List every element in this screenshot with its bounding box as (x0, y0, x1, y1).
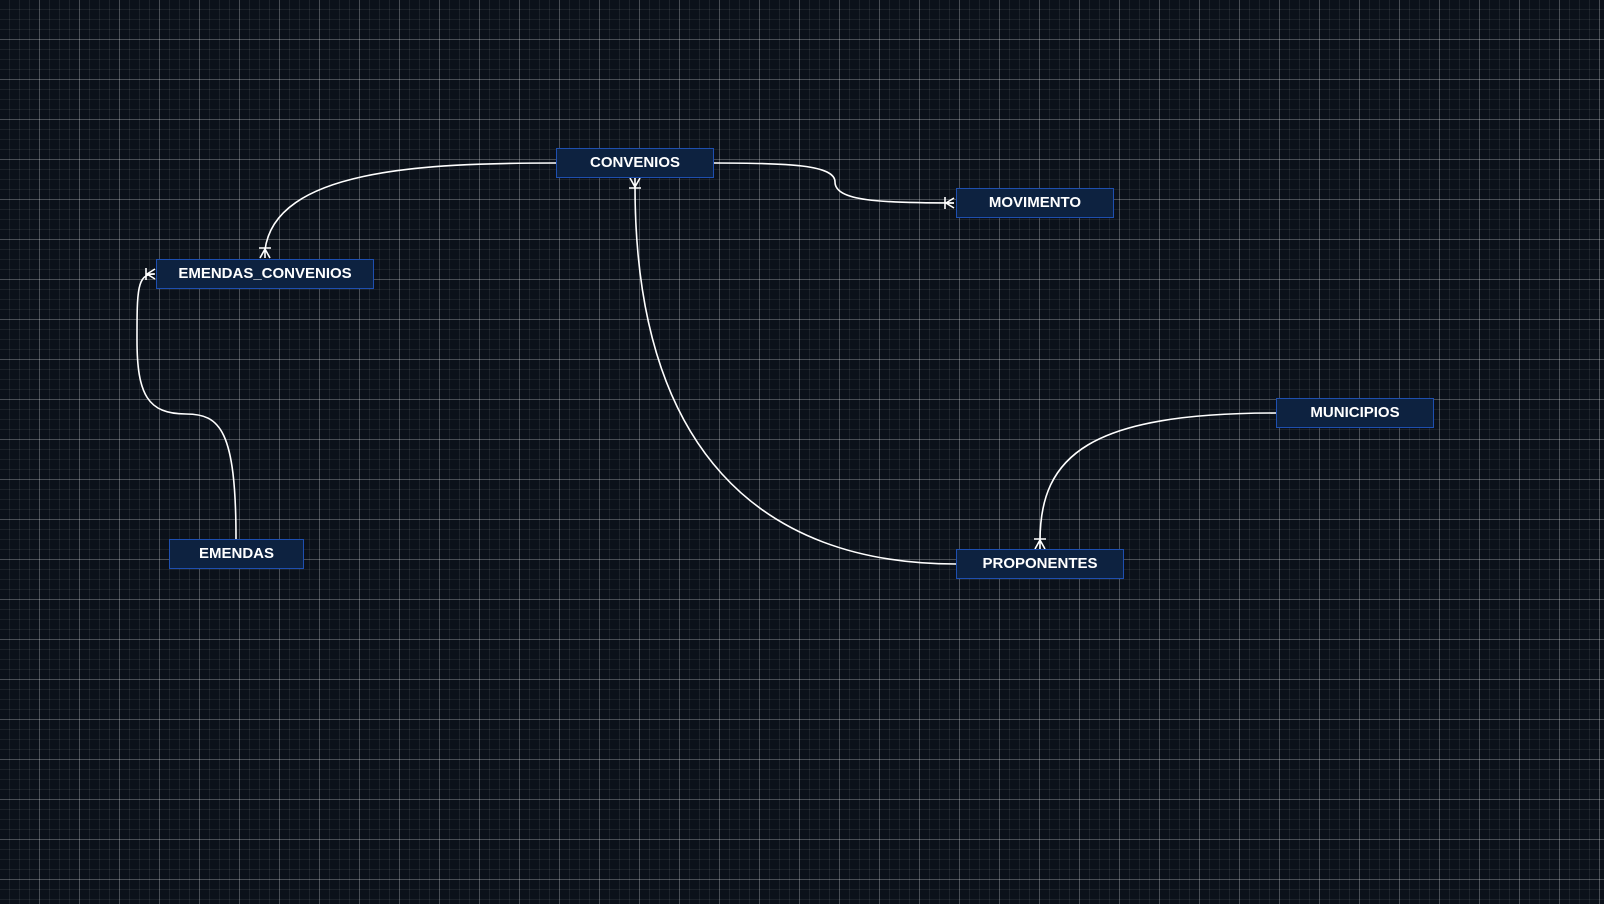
edge-convenios-emendas-convenios[interactable] (264, 162, 557, 251)
crowfoot-marker (1034, 538, 1046, 550)
entity-emendas-convenios[interactable]: EMENDAS_CONVENIOS (156, 259, 374, 289)
crowfoot-marker (944, 197, 955, 209)
entity-proponentes[interactable]: PROPONENTES (956, 549, 1124, 579)
entity-convenios[interactable]: CONVENIOS (556, 148, 714, 178)
edge-convenios-movimento[interactable] (713, 162, 955, 204)
crowfoot-marker (259, 247, 271, 259)
edge-municipios-proponentes[interactable] (1039, 412, 1277, 542)
entity-emendas[interactable]: EMENDAS (169, 539, 304, 569)
entity-municipios[interactable]: MUNICIPIOS (1276, 398, 1434, 428)
edge-emendas-emendas-convenios[interactable] (136, 273, 237, 540)
entity-movimento[interactable]: MOVIMENTO (956, 188, 1114, 218)
crowfoot-marker (145, 268, 156, 280)
edge-proponentes-convenios[interactable] (634, 185, 957, 565)
crowfoot-marker (629, 177, 641, 189)
